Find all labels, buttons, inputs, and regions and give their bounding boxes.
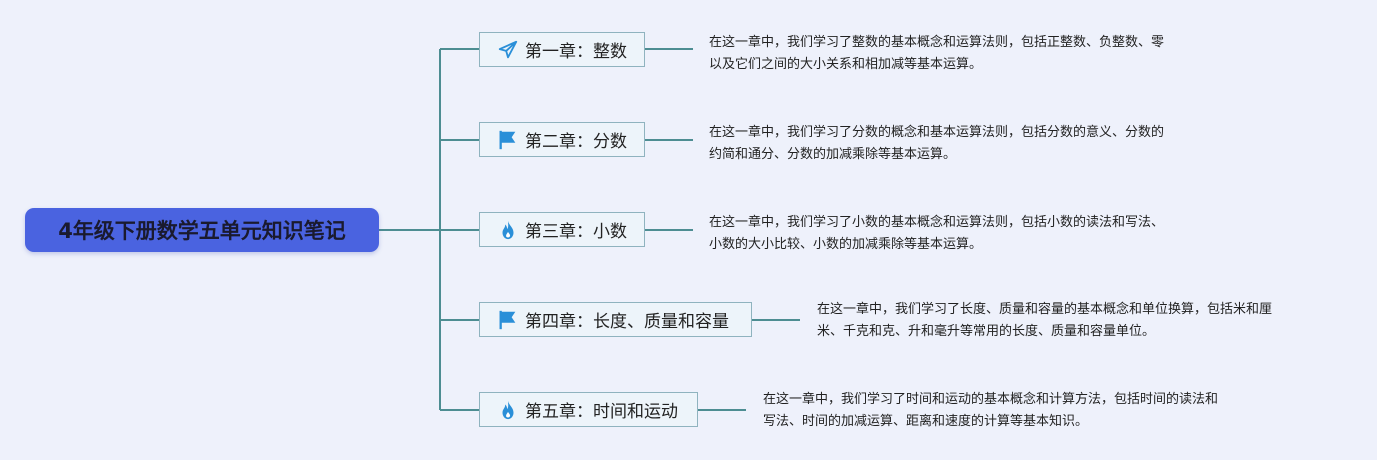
note-line: 米、千克和克、升和毫升等常用的长度、质量和容量单位。: [817, 324, 1156, 339]
chapter-4-label: 第四章：长度、质量和容量: [525, 312, 729, 332]
chapter-5-node[interactable]: 第五章：时间和运动: [479, 392, 698, 427]
chapter-3-node[interactable]: 第三章：小数: [479, 212, 645, 247]
note-line: 在这一章中，我们学习了时间和运动的基本概念和计算方法，包括时间的读法和: [763, 392, 1219, 407]
chapter-2-node[interactable]: 第二章：分数: [479, 122, 645, 157]
chapter-3-note: 在这一章中，我们学习了小数的基本概念和运算法则，包括小数的读法和写法、 小数的大…: [709, 212, 1164, 256]
chapter-4-node[interactable]: 第四章：长度、质量和容量: [479, 302, 752, 337]
flame-icon: [497, 399, 519, 421]
chapter-1-note: 在这一章中，我们学习了整数的基本概念和运算法则，包括正整数、负整数、零 以及它们…: [709, 32, 1164, 76]
root-topic[interactable]: 4年级下册数学五单元知识笔记: [25, 208, 379, 252]
note-line: 小数的大小比较、小数的加减乘除等基本运算。: [709, 237, 983, 252]
note-line: 约简和通分、分数的加减乘除等基本运算。: [709, 147, 957, 162]
chapter-2-note: 在这一章中，我们学习了分数的概念和基本运算法则，包括分数的意义、分数的 约简和通…: [709, 122, 1164, 166]
flag-icon: [497, 309, 519, 331]
chapter-1-label: 第一章：整数: [525, 42, 627, 62]
chapter-4-note: 在这一章中，我们学习了长度、质量和容量的基本概念和单位换算，包括米和厘 米、千克…: [817, 299, 1272, 343]
note-line: 在这一章中，我们学习了分数的概念和基本运算法则，包括分数的意义、分数的: [709, 125, 1165, 140]
chapter-2-label: 第二章：分数: [525, 132, 627, 152]
chapter-1-node[interactable]: 第一章：整数: [479, 32, 645, 67]
flag-icon: [497, 129, 519, 151]
chapter-5-label: 第五章：时间和运动: [525, 402, 678, 422]
note-line: 写法、时间的加减运算、距离和速度的计算等基本知识。: [763, 414, 1089, 429]
note-line: 在这一章中，我们学习了整数的基本概念和运算法则，包括正整数、负整数、零: [709, 35, 1165, 50]
chapter-5-note: 在这一章中，我们学习了时间和运动的基本概念和计算方法，包括时间的读法和 写法、时…: [763, 389, 1218, 433]
note-line: 在这一章中，我们学习了小数的基本概念和运算法则，包括小数的读法和写法、: [709, 215, 1165, 230]
paper-plane-icon: [497, 39, 519, 61]
root-title: 4年级下册数学五单元知识笔记: [58, 219, 346, 243]
note-line: 以及它们之间的大小关系和相加减等基本运算。: [709, 57, 983, 72]
note-line: 在这一章中，我们学习了长度、质量和容量的基本概念和单位换算，包括米和厘: [817, 302, 1273, 317]
chapter-3-label: 第三章：小数: [525, 222, 627, 242]
flame-icon: [497, 219, 519, 241]
